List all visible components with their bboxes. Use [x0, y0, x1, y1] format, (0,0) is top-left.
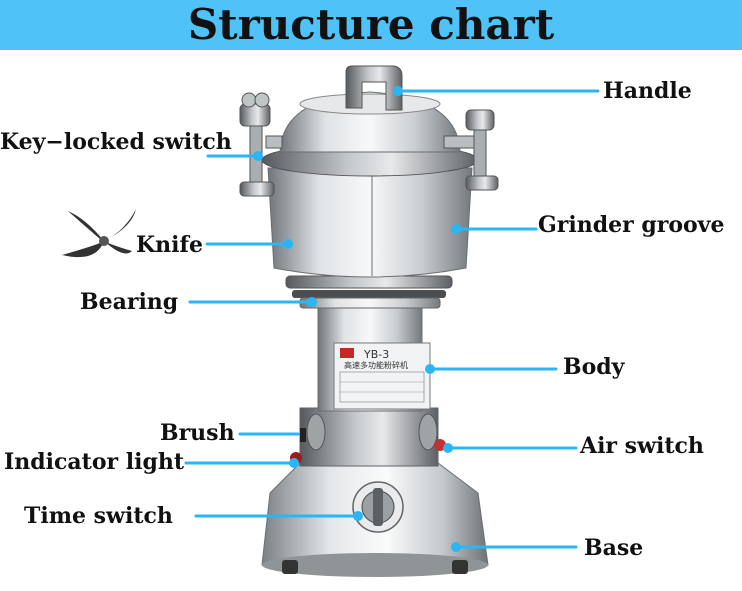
time-switch-dial — [352, 481, 404, 533]
label-indicator-light: Indicator light — [4, 449, 185, 475]
label-key-locked-switch: Key−locked switch — [0, 129, 232, 155]
knife-blade-icon — [62, 209, 136, 258]
diagram-title: Structure chart — [187, 0, 555, 49]
lid-part — [261, 91, 479, 177]
brush-part — [300, 428, 306, 442]
grinder-bowl-part — [267, 167, 473, 278]
leader-endpoints — [253, 86, 461, 552]
bearing-part — [285, 275, 453, 309]
label-brush: Brush — [160, 420, 235, 446]
key-locked-switch-part — [239, 92, 499, 197]
lower-housing-part — [290, 407, 446, 467]
label-time-switch: Time switch — [24, 503, 173, 529]
label-bearing: Bearing — [80, 289, 179, 315]
label-body: Body — [563, 354, 625, 380]
nameplate-subtitle: 高速多功能粉碎机 — [344, 360, 408, 370]
label-handle: Handle — [603, 78, 692, 104]
handle-part — [345, 65, 403, 111]
leader-lines — [184, 89, 600, 549]
title-bar — [0, 0, 742, 50]
label-knife: Knife — [136, 232, 203, 258]
label-grinder-groove: Grinder groove — [538, 212, 725, 238]
label-air-switch: Air switch — [580, 433, 704, 459]
nameplate-model: YB-3 — [363, 348, 389, 361]
label-base: Base — [584, 535, 644, 561]
